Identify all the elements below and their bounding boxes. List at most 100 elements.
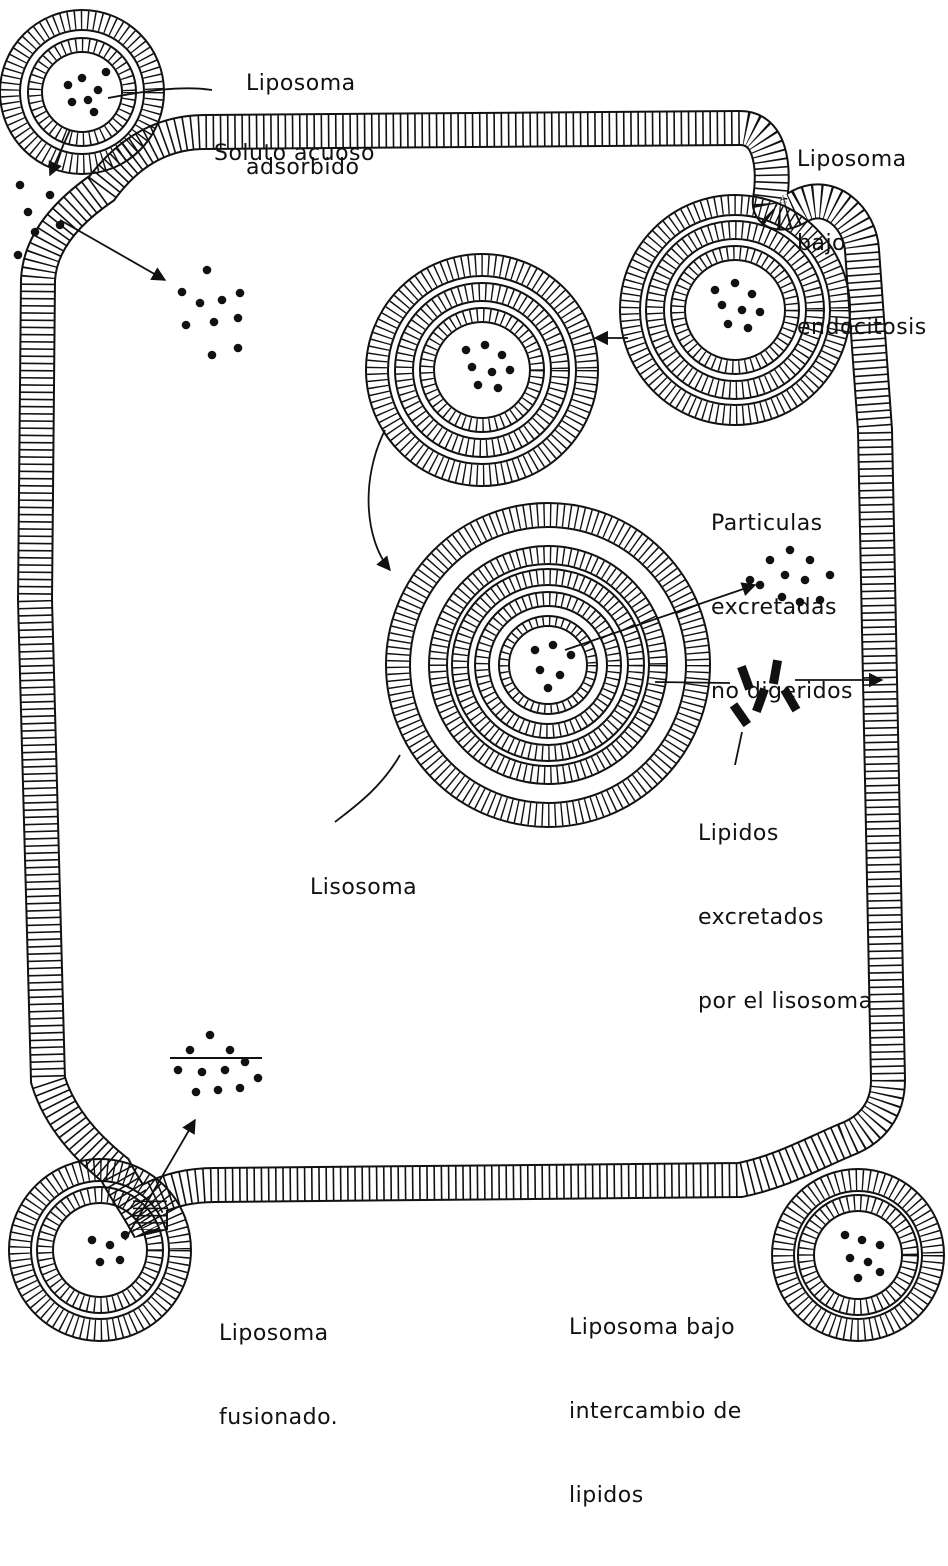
fused-released-dot-1 (206, 1031, 215, 1040)
fused-core-dot-4 (96, 1258, 105, 1267)
lipid-exchange-liposome-ring-2-inner-line (814, 1211, 902, 1299)
endocytosed-core-dot-3 (748, 290, 757, 299)
endocytosed-core-dot-5 (738, 306, 747, 315)
cytoplasm-solute-dot-4 (218, 296, 227, 305)
exchange-core-dot-5 (864, 1258, 873, 1267)
endosome-core-dot-4 (468, 363, 477, 372)
endocytosed-core-dot-4 (718, 301, 727, 310)
lipid-exchange-liposome-ring-2-outer-line (798, 1195, 918, 1315)
cytoplasm-solute-dot-9 (208, 351, 217, 360)
endocytosed-liposome-ring-3-hatch (678, 253, 792, 367)
lysosome-ring-4 (475, 592, 621, 738)
adsorbed-core-dot-6 (102, 68, 111, 77)
endosome-vesicle-ring-3 (420, 308, 544, 432)
lysosome-ring-4-outer-line (475, 592, 621, 738)
endocytosed-core-dots (711, 279, 765, 333)
endosome-core-dot-7 (474, 381, 483, 390)
adsorbed-core-dot-1 (64, 81, 73, 90)
label-liposoma-endocitosis: Liposoma bajo endocitosis (797, 90, 927, 398)
cytoplasm-solute-dot-8 (234, 314, 243, 323)
fused-released-dot-9 (214, 1086, 223, 1095)
endocytosed-liposome-ring-3-outer-line (671, 246, 799, 374)
lysosome-ring-3-inner-line (468, 585, 628, 745)
fused-core-dots (88, 1231, 130, 1267)
arrow-released-to-cytoplasm (60, 220, 165, 280)
fused-released-dot-6 (221, 1066, 230, 1075)
cytoplasm-solute-dot-1 (203, 266, 212, 275)
endosome-vesicle-ring-3-outer-line (420, 308, 544, 432)
adsorbed-liposome-ring-2 (28, 38, 136, 146)
endocytosed-core-dot-2 (731, 279, 740, 288)
endosome-vesicle-ring-3-inner-line (434, 322, 530, 418)
label-liposoma-intercambio: Liposoma bajo intercambio de lipidos (569, 1258, 742, 1566)
endosome-core-dot-8 (494, 384, 503, 393)
exchange-core-dot-7 (876, 1268, 885, 1277)
fused-released-dot-2 (186, 1046, 195, 1055)
released-solute-dot-2 (46, 191, 55, 200)
cytoplasm-solute-dot-6 (182, 321, 191, 330)
endocytosed-core-dot-6 (756, 308, 765, 317)
lysosome-ring-2-hatch (438, 555, 658, 775)
exchange-core-dot-4 (846, 1254, 855, 1263)
endosome-core-dots (462, 341, 515, 393)
exchange-core-dots (841, 1231, 885, 1283)
released-solute-dot-3 (24, 208, 33, 217)
exchange-core-dot-3 (876, 1241, 885, 1250)
diagram-canvas: Liposoma adsorbido Soluto acuoso Liposom… (0, 0, 948, 1352)
endocytosed-core-dot-8 (744, 324, 753, 333)
endocytosed-liposome-ring-3-inner-line (685, 260, 785, 360)
fused-released-dot-4 (174, 1066, 183, 1075)
label-liposoma-fusionado: Liposoma fusionado. (219, 1264, 338, 1488)
lysosome-ring-5-outer-line (499, 616, 597, 714)
lysosome-core-dot-2 (549, 641, 558, 650)
arrow-endosome-to-lysosome (369, 430, 390, 570)
adsorbed-core-dots (64, 68, 111, 117)
lipid-exchange-liposome-ring-2-hatch (806, 1203, 910, 1307)
endocytosed-core-dot-1 (711, 286, 720, 295)
lysosome-ring-5 (499, 616, 597, 714)
adsorbed-core-dot-2 (78, 74, 87, 83)
cytoplasm-solute-dot-5 (236, 289, 245, 298)
fused-released-dot-10 (236, 1084, 245, 1093)
exchange-core-dot-6 (854, 1274, 863, 1283)
fused-released-dot-3 (226, 1046, 235, 1055)
endosome-core-dot-6 (506, 366, 515, 375)
exchange-core-dot-2 (858, 1236, 867, 1245)
adsorbed-liposome-ring-2-inner-line (42, 52, 122, 132)
lysosome-core-dot-1 (531, 646, 540, 655)
lysosome-core-dot-4 (536, 666, 545, 675)
endosome-core-dot-5 (488, 368, 497, 377)
label-lisosoma: Lisosoma (310, 818, 417, 958)
fused-core-dot-1 (88, 1236, 97, 1245)
endosome-core-dot-1 (462, 346, 471, 355)
endosome-core-dot-3 (498, 351, 507, 360)
lipid-exchange-liposome-ring-2 (798, 1195, 918, 1315)
label-lipidos: Lipidos excretados por el lisosoma (698, 764, 873, 1072)
adsorbed-core-dot-5 (68, 98, 77, 107)
endocytosed-liposome-ring-3 (671, 246, 799, 374)
released-solute-dot-6 (14, 251, 23, 260)
fused-released-dot-11 (254, 1074, 263, 1083)
endosome-core-dot-2 (481, 341, 490, 350)
fused-released-dot-5 (198, 1068, 207, 1077)
released-solute-dot-1 (16, 181, 25, 190)
adsorbed-liposome-ring-2-outer-line (28, 38, 136, 146)
cytoplasm-solute-dot-2 (178, 288, 187, 297)
fused-liposome-ring-2-inner-line (53, 1203, 147, 1297)
exchange-core-dot-1 (841, 1231, 850, 1240)
cytoplasm-solute-dot-7 (210, 318, 219, 327)
endocytosed-core-dot-7 (724, 320, 733, 329)
label-soluto-acuoso: Soluto acuoso (214, 84, 375, 224)
cytoplasm-solute-dot-3 (196, 299, 205, 308)
lysosome-core-dot-5 (556, 671, 565, 680)
cytoplasm-solute-dots (178, 266, 245, 360)
leader-lisosoma (335, 755, 400, 822)
cytoplasm-solute-dot-10 (234, 344, 243, 353)
lysosome-core-dot-3 (567, 651, 576, 660)
endosome-vesicle-ring-3-hatch (427, 315, 537, 425)
fused-core-dot-5 (116, 1256, 125, 1265)
adsorbed-core-dot-4 (84, 96, 93, 105)
lysosome-ring-5-hatch (504, 621, 592, 709)
adsorbed-core-dot-3 (94, 86, 103, 95)
fused-released-dots (174, 1031, 263, 1097)
